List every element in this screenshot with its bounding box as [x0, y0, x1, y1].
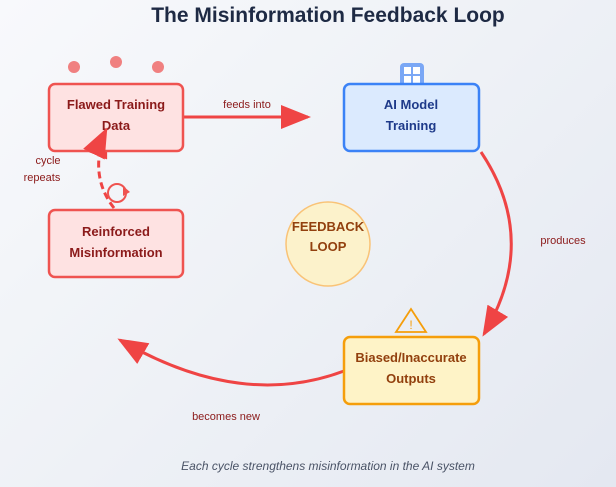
node-ai-model-training[interactable]: AI Model Training: [342, 63, 481, 153]
node-reinforced-misinformation[interactable]: Reinforced Misinformation: [47, 208, 185, 279]
center-label-line1: FEEDBACK: [292, 219, 365, 234]
edge-label-cycle: cycle: [35, 155, 60, 167]
node-box: [342, 335, 481, 406]
node-label-line1: Reinforced: [82, 224, 150, 239]
caption: Each cycle strengthens misinformation in…: [181, 459, 475, 473]
edge-label-repeats: repeats: [24, 172, 61, 184]
warning-icon: !: [394, 307, 428, 333]
feedback-loop-center: FEEDBACK LOOP: [285, 201, 371, 287]
node-label-line2: Outputs: [386, 371, 436, 386]
node-label-line2: Training: [386, 118, 437, 133]
edge-label-produces: produces: [540, 235, 586, 247]
edge-cycle-repeats-head: [83, 127, 108, 160]
edge-produces: [479, 151, 513, 337]
cycle-icon: [107, 183, 130, 203]
node-box: [47, 82, 185, 153]
edge-label-feeds-into: feeds into: [223, 99, 271, 111]
grid-icon: [400, 63, 424, 87]
node-flawed-training-data[interactable]: Flawed Training Data: [47, 56, 185, 153]
node-label-line1: Biased/Inaccurate: [355, 350, 466, 365]
node-label-line2: Data: [102, 118, 131, 133]
edge-cycle-repeats: [84, 127, 116, 209]
edge-becomes-new: [117, 338, 345, 387]
center-label-line2: LOOP: [310, 239, 347, 254]
node-label-line2: Misinformation: [69, 245, 162, 260]
node-box: [342, 82, 481, 153]
node-label-line1: Flawed Training: [67, 97, 165, 112]
page-title: The Misinformation Feedback Loop: [151, 4, 505, 27]
node-biased-outputs[interactable]: ! Biased/Inaccurate Outputs: [342, 307, 481, 406]
node-box: [47, 208, 185, 279]
svg-text:!: !: [409, 318, 412, 332]
dots-icon: [68, 56, 164, 73]
node-label-line1: AI Model: [384, 97, 438, 112]
center-circle: [285, 201, 371, 287]
edge-label-becomes-new: becomes new: [192, 411, 260, 423]
